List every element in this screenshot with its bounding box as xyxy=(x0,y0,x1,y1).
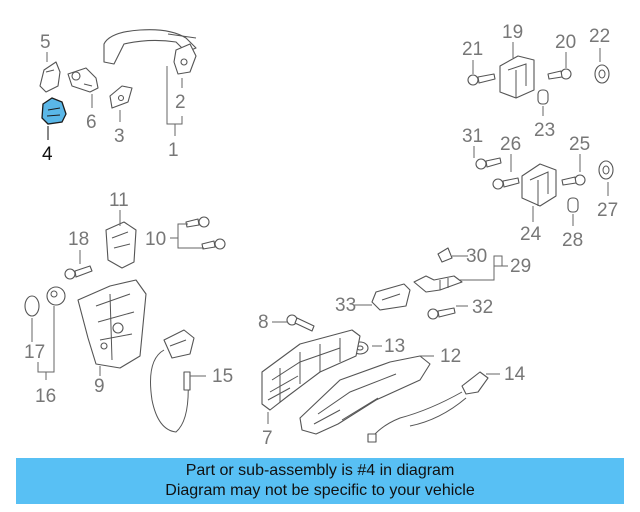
callout-22: 22 xyxy=(589,26,610,47)
part-27-washer[interactable] xyxy=(598,160,614,180)
part-12-armrest-panel[interactable] xyxy=(299,355,431,435)
part-5-handle-cap[interactable] xyxy=(39,61,61,93)
callout-13: 13 xyxy=(384,336,405,357)
callout-33: 33 xyxy=(335,295,356,316)
part-33-inner-handle[interactable] xyxy=(371,283,411,311)
callout-31: 31 xyxy=(462,126,483,147)
part-29-rod-assembly[interactable] xyxy=(413,275,463,293)
caption-banner: Part or sub-assembly is #4 in diagram Di… xyxy=(16,458,624,504)
part-26-bolt[interactable] xyxy=(492,177,520,190)
callout-27: 27 xyxy=(597,200,618,221)
callout-32: 32 xyxy=(472,297,493,318)
part-11-actuator[interactable] xyxy=(105,221,137,269)
callout-5: 5 xyxy=(40,32,51,53)
callout-2: 2 xyxy=(175,92,186,113)
callout-19: 19 xyxy=(502,22,523,43)
part-15-cable[interactable] xyxy=(150,329,195,433)
callout-29: 29 xyxy=(510,256,531,277)
part-30-clip[interactable] xyxy=(437,247,453,263)
part-4-highlighted-cover[interactable] xyxy=(41,97,67,125)
callout-3: 3 xyxy=(114,126,125,147)
part-9-door-latch[interactable] xyxy=(77,279,147,369)
leader-10 xyxy=(170,223,204,249)
leader-1 xyxy=(166,66,183,136)
part-32-bolt[interactable] xyxy=(427,307,456,320)
part-31-bolt[interactable] xyxy=(475,157,502,170)
callout-10: 10 xyxy=(145,229,166,250)
part-19-upper-hinge[interactable] xyxy=(499,55,535,99)
callout-15: 15 xyxy=(212,366,233,387)
callout-11: 11 xyxy=(109,190,129,211)
callout-8: 8 xyxy=(258,312,269,333)
callout-28: 28 xyxy=(562,230,583,251)
part-3-handle-gasket[interactable] xyxy=(109,85,133,109)
callout-16: 16 xyxy=(35,386,56,407)
callout-18: 18 xyxy=(68,229,89,250)
callout-14: 14 xyxy=(504,364,526,385)
part-8-bolt[interactable] xyxy=(286,314,315,332)
callout-23: 23 xyxy=(534,120,555,141)
part-21-bolt[interactable] xyxy=(467,73,496,86)
callout-9: 9 xyxy=(94,376,105,397)
callout-26: 26 xyxy=(500,134,521,155)
callout-25: 25 xyxy=(569,134,590,155)
part-24-lower-hinge[interactable] xyxy=(521,163,557,207)
part-25-bolt[interactable] xyxy=(561,174,586,186)
callout-20: 20 xyxy=(555,32,576,53)
callout-24: 24 xyxy=(520,224,542,245)
callout-6: 6 xyxy=(86,112,97,133)
part-23-bushing[interactable] xyxy=(537,89,549,105)
callout-4: 4 xyxy=(42,144,53,165)
leader-29 xyxy=(460,255,508,281)
part-7-door-trim-panel[interactable] xyxy=(261,329,361,411)
caption-line-1: Part or sub-assembly is #4 in diagram xyxy=(185,462,455,479)
callout-21: 21 xyxy=(462,39,483,60)
part-22-washer[interactable] xyxy=(594,64,610,84)
part-28-bushing[interactable] xyxy=(567,197,579,213)
leader-16 xyxy=(37,306,55,380)
callout-17: 17 xyxy=(24,342,45,363)
part-1-door-handle[interactable] xyxy=(103,29,197,65)
callout-7: 7 xyxy=(262,428,273,449)
caption-line-2: Diagram may not be specific to your vehi… xyxy=(165,482,475,499)
part-6-lock-cylinder[interactable] xyxy=(67,67,99,93)
part-10-screws[interactable] xyxy=(185,216,226,250)
callout-30: 30 xyxy=(466,246,487,267)
callout-12: 12 xyxy=(440,346,461,367)
part-18-bolt[interactable] xyxy=(64,265,93,280)
part-17-plug[interactable] xyxy=(24,295,40,317)
part-2-handle-bracket[interactable] xyxy=(173,43,197,75)
part-20-bolt[interactable] xyxy=(547,68,572,80)
part-14-release-cable[interactable] xyxy=(367,371,489,443)
part-16-cap[interactable] xyxy=(46,286,66,306)
callout-1: 1 xyxy=(168,140,179,161)
